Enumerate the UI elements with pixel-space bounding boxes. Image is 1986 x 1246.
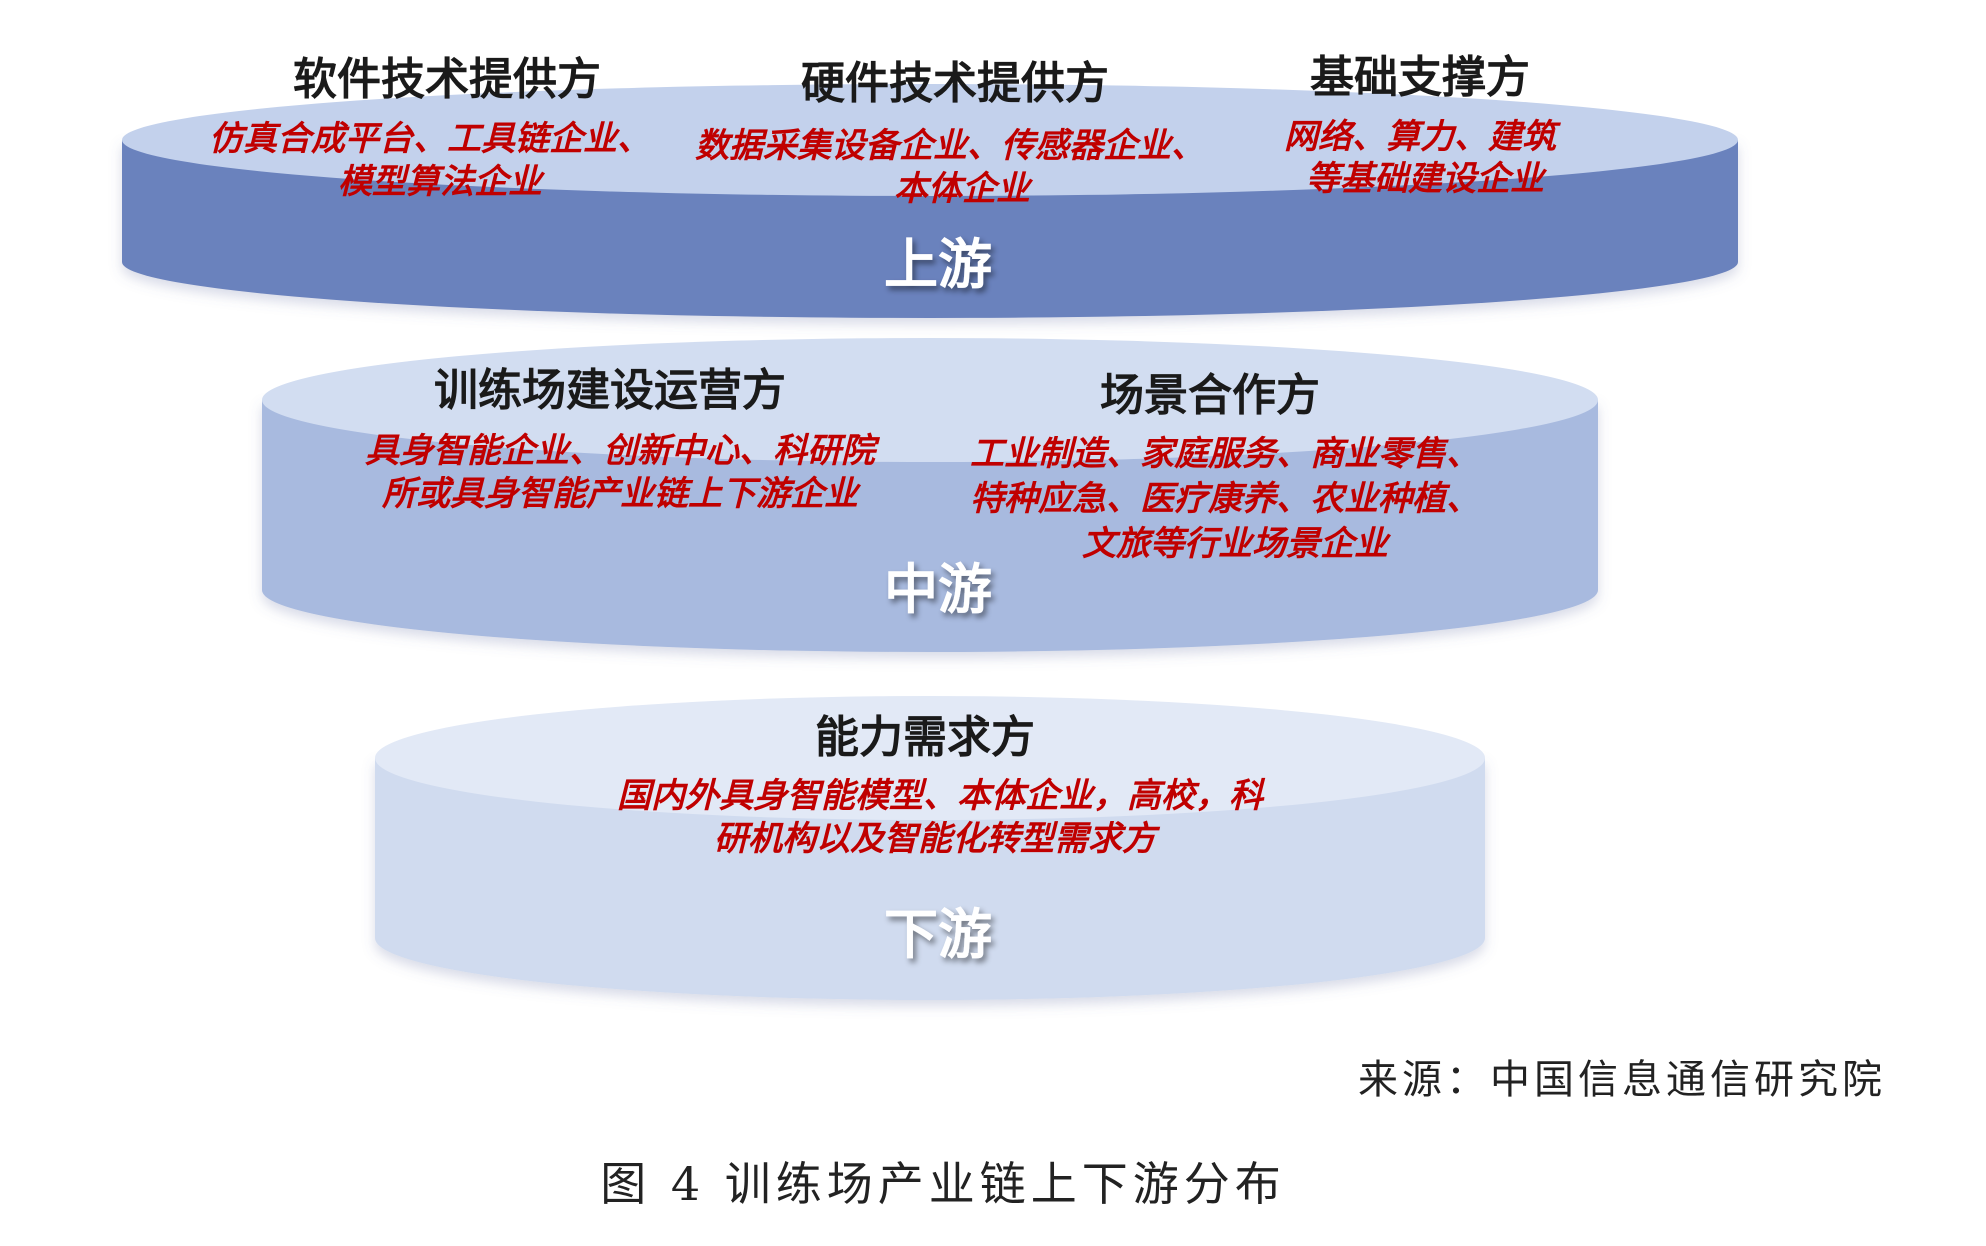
upstream-group-infrastructure-line-2: 等基础建设企业 [1306,159,1548,199]
midstream-group-operator-line-1: 具身智能企业、创新中心、科研院 [365,431,881,471]
upstream-group-software-line-2: 模型算法企业 [338,162,546,202]
upstream-group-hardware-heading: 硬件技术提供方 [801,58,1109,109]
tier-upstream-label: 上游 [884,233,992,296]
upstream-group-software-heading: 软件技术提供方 [293,54,601,105]
tier-midstream-disc-side [262,400,1598,652]
upstream-group-infrastructure-heading: 基础支撑方 [1310,52,1530,103]
upstream-group-infrastructure-line-1: 网络、算力、建筑 [1284,117,1561,157]
upstream-group-hardware-line-2: 本体企业 [894,169,1034,209]
downstream-group-demand-line-1: 国内外具身智能模型、本体企业，高校，科 [617,776,1266,816]
tier-downstream-disc-side [375,758,1485,1000]
tier-downstream: 能力需求方 国内外具身智能模型、本体企业，高校，科 研机构以及智能化转型需求方 … [375,696,1485,1000]
midstream-group-scenario-heading: 场景合作方 [1100,370,1320,421]
midstream-group-operator-line-2: 所或具身智能产业链上下游企业 [381,474,862,514]
midstream-group-scenario-line-2: 特种应急、医疗康养、农业种植、 [970,479,1480,519]
tier-midstream-disc-top [262,338,1598,462]
tier-midstream: 训练场建设运营方 具身智能企业、创新中心、科研院 所或具身智能产业链上下游企业 … [262,338,1598,652]
figure-caption: 图 4 训练场产业链上下游分布 [600,1157,1286,1211]
tier-downstream-disc-top [375,696,1485,820]
upstream-group-hardware-line-1: 数据采集设备企业、传感器企业、 [695,126,1205,166]
downstream-group-demand-heading: 能力需求方 [815,712,1035,763]
upstream-group-software-line-1: 仿真合成平台、工具链企业、 [209,119,651,159]
midstream-group-operator-heading: 训练场建设运营方 [434,365,786,416]
tier-midstream-label: 中游 [884,558,992,621]
tier-upstream-disc-top [122,84,1738,196]
midstream-group-scenario-line-1: 工业制造、家庭服务、商业零售、 [970,434,1480,474]
tier-downstream-label: 下游 [884,903,992,966]
downstream-group-demand-line-2: 研机构以及智能化转型需求方 [714,819,1161,859]
midstream-group-scenario-line-3: 文旅等行业场景企业 [1082,524,1392,564]
source-note: 来源：中国信息通信研究院 [1358,1057,1886,1103]
tier-upstream: 软件技术提供方 仿真合成平台、工具链企业、 模型算法企业 硬件技术提供方 数据采… [122,52,1738,318]
